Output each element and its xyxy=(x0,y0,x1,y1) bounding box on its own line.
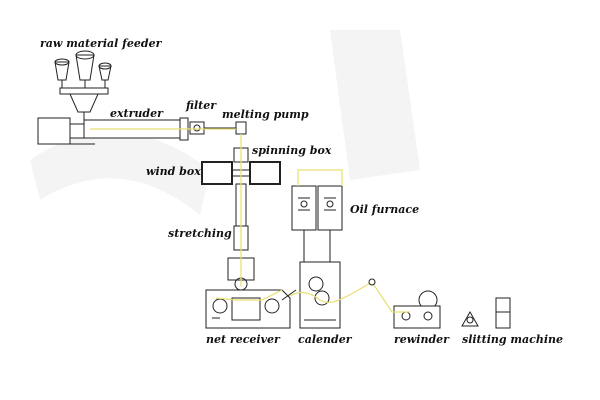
melting-pump xyxy=(204,121,247,148)
label-slitting-machine: slitting machine xyxy=(462,333,564,346)
label-calender: calender xyxy=(298,333,352,346)
material-flow xyxy=(90,128,410,313)
background-watermark xyxy=(30,30,420,215)
label-raw-material-feeder: raw material feeder xyxy=(40,37,162,50)
label-melting-pump: melting pump xyxy=(222,108,309,121)
filter xyxy=(189,121,205,135)
rewinder-machine xyxy=(393,290,441,329)
label-spinning-box: spinning box xyxy=(252,144,332,157)
label-oil-furnace: Oil furnace xyxy=(350,203,420,216)
net-receiver-machine xyxy=(205,289,297,329)
transfer-roller xyxy=(368,278,376,286)
label-wind-box: wind box xyxy=(146,165,201,178)
slitting-machine xyxy=(461,297,511,329)
label-stretching: stretching xyxy=(168,227,232,240)
raw-material-feeder xyxy=(54,50,112,120)
label-net-receiver: net receiver xyxy=(206,333,280,346)
oil-furnace xyxy=(291,185,343,262)
label-rewinder: rewinder xyxy=(394,333,449,346)
calender-machine xyxy=(299,261,341,329)
label-extruder: extruder xyxy=(110,107,163,120)
label-filter: filter xyxy=(186,99,217,112)
